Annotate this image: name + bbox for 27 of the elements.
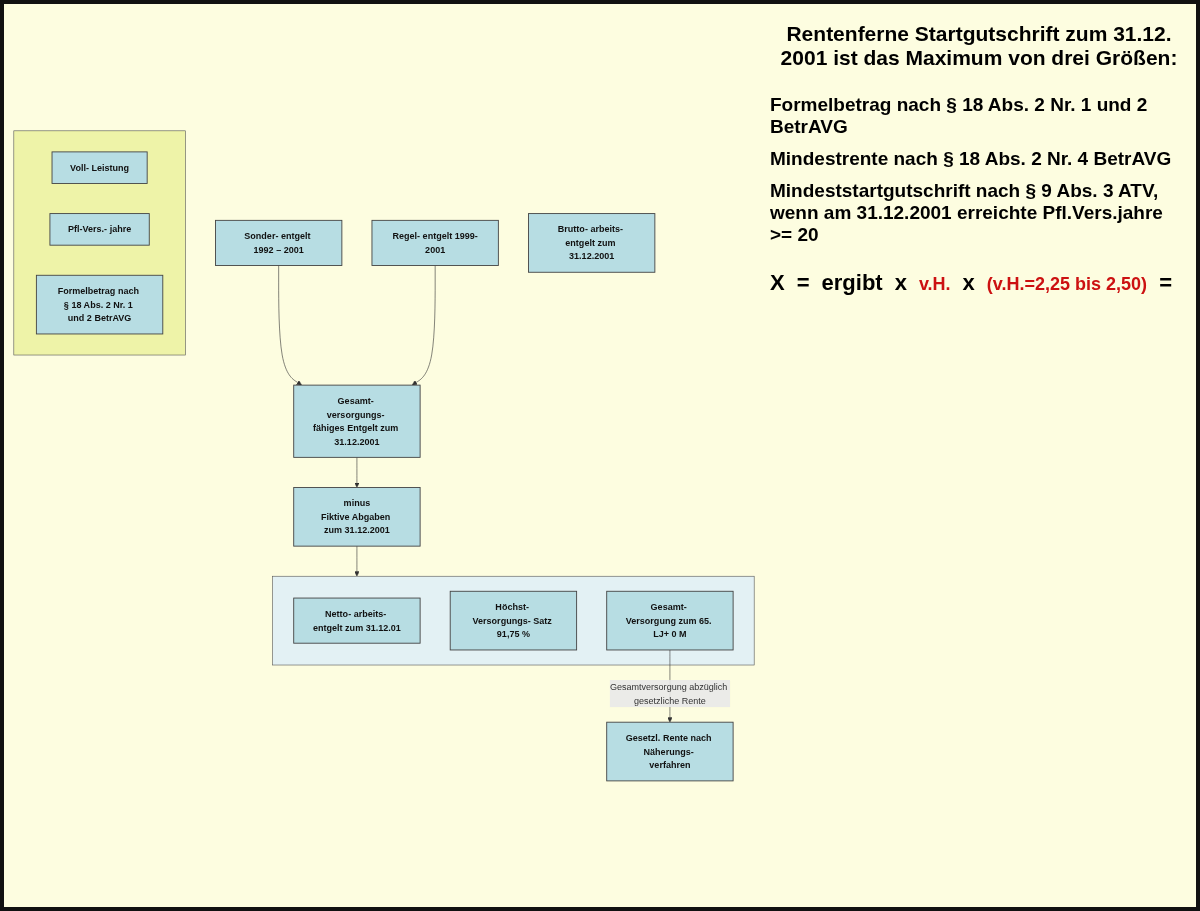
edge-label: Gesamtversorgung abzüglich gesetzliche Rente [609,680,728,705]
cluster [272,575,755,665]
cluster [13,130,186,355]
node-box: Regel- entgelt 1999-2001 [371,219,499,266]
node-box: Gesamt- versorgungs- fähiges Entgelt zum 31.12.2001 [293,384,421,458]
connector-word: ergibt [821,270,883,296]
node-box: Netto- arbeits- entgelt zum 31.12.01 [293,597,421,644]
range-note: (v.H.=2,25 bis 2,50) [986,274,1148,295]
operator-sign: x [962,270,975,296]
factor-label: v.H. [918,274,951,295]
node-box: minus Fiktive Abgaben zum 31.12.2001 [293,486,421,547]
note-text: Mindestrente nach § 18 Abs. 2 Nr. 4 BetrAVG [770,148,1173,170]
title: Rentenferne Startgutschrift zum 31.12. 2001 ist das Maximum von drei Größen: [779,22,1179,70]
node-box: Sonder- entgelt 1992 – 2001 [215,219,343,266]
operator-sign: = [1159,270,1172,296]
note-text: Mindeststartgutschrift nach § 9 Abs. 3 ATV, wenn am 31.12.2001 erreichte Pfl.Vers.jahre >= 20 [770,180,1164,246]
node-box: Höchst- Versorgungs- Satz 91,75 % [449,590,578,651]
node-box: Voll- Leistung [51,151,148,184]
operator-sign: x [894,270,907,296]
note-text: Formelbetrag nach § 18 Abs. 2 Nr. 1 und 2 BetrAVG [770,94,1149,138]
node-box: Brutto- arbeits- entgelt zum 31.12.2001 [528,212,656,273]
node-box: Formelbetrag nach § 18 Abs. 2 Nr. 1 und 2 BetrAVG [35,274,164,335]
operator-sign: = [796,270,810,296]
node-box: Gesetzl. Rente nach Näherungs- verfahren [606,721,734,781]
node-box: Pfl-Vers.- jahre [49,212,150,246]
node-box: Gesamt- Versorgung zum 65. LJ+ 0 M [606,590,734,651]
operator-sign: X [770,270,785,296]
